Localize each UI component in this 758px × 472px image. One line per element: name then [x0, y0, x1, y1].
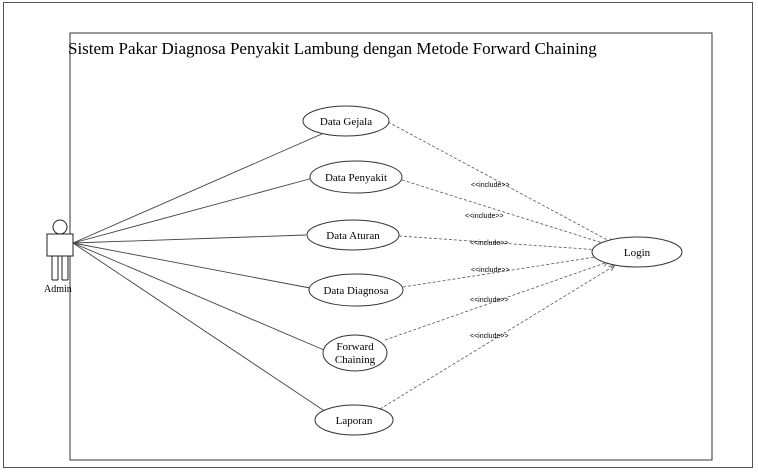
- include-label-3: <<include>>: [470, 240, 509, 247]
- include-label-6: <<include>>: [470, 333, 509, 340]
- use-case-data-penyakit[interactable]: Data Penyakit: [309, 160, 403, 194]
- use-case-login[interactable]: Login: [591, 236, 683, 268]
- actor-admin-icon[interactable]: [46, 219, 74, 281]
- use-case-label: Data Diagnosa: [323, 285, 388, 297]
- use-case-label: Laporan: [336, 415, 373, 427]
- use-case-label-line1: Forward: [336, 341, 374, 353]
- include-label-2: <<include>>: [465, 213, 504, 220]
- use-case-label: Data Penyakit: [325, 172, 387, 184]
- use-case-label: Data Gejala: [320, 116, 372, 128]
- actor-label: Admin: [44, 284, 72, 295]
- use-case-data-gejala[interactable]: Data Gejala: [302, 105, 390, 137]
- system-title: Sistem Pakar Diagnosa Penyakit Lambung d…: [68, 39, 597, 58]
- include-label-5: <<include>>: [470, 297, 509, 304]
- use-case-data-diagnosa[interactable]: Data Diagnosa: [308, 273, 404, 307]
- association-lines: [72, 125, 341, 413]
- use-case-label-line2: Chaining: [335, 354, 376, 366]
- outer-frame: [3, 2, 753, 468]
- use-case-forward-chaining[interactable]: Forward Chaining: [322, 334, 388, 372]
- include-arrows: [379, 121, 614, 410]
- use-case-label: Data Aturan: [326, 230, 380, 242]
- include-label-4: <<include>>: [471, 267, 510, 274]
- use-case-data-aturan[interactable]: Data Aturan: [306, 219, 400, 251]
- use-case-label: Login: [624, 247, 651, 259]
- use-case-laporan[interactable]: Laporan: [314, 404, 394, 436]
- include-label-1: <<include>>: [471, 182, 510, 189]
